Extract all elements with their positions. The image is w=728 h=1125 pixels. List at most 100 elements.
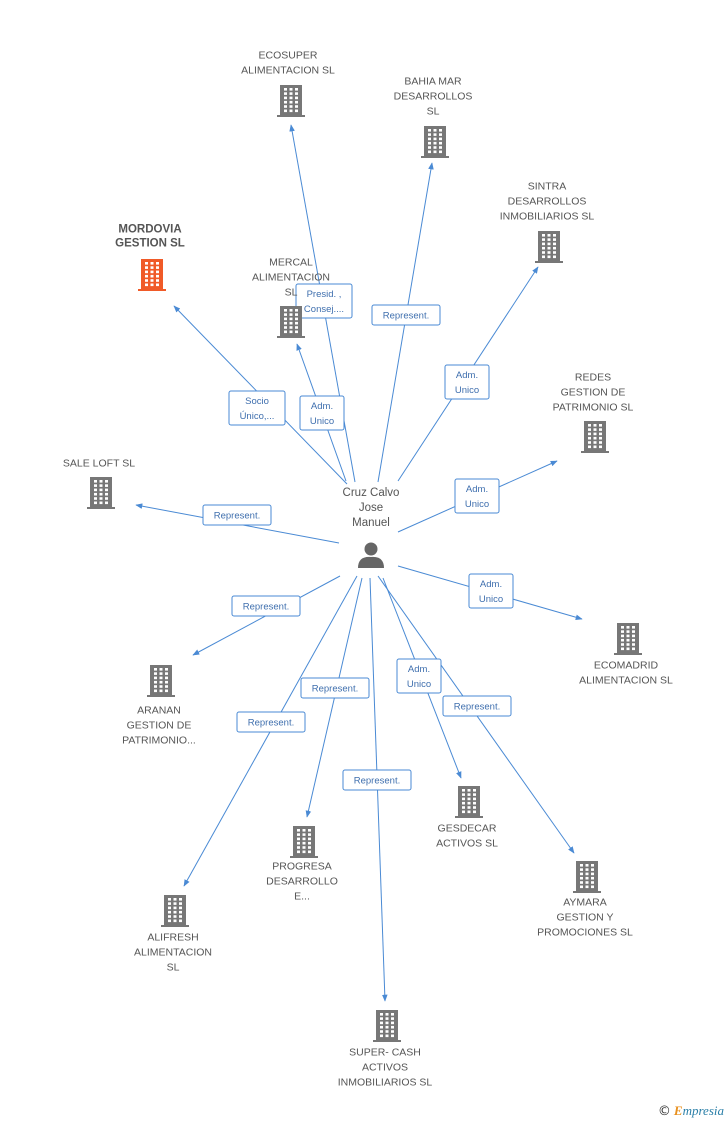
relation-text: Unico bbox=[407, 679, 431, 690]
company-name-line: E... bbox=[294, 891, 310, 903]
relation-label-redes[interactable]: Adm. Unico bbox=[454, 478, 500, 514]
company-name-line: PATRIMONIO SL bbox=[553, 402, 634, 414]
relation-box bbox=[236, 711, 306, 733]
company-name-line: ALIMENTACION SL bbox=[579, 675, 673, 687]
company-name-line: MERCAL bbox=[269, 257, 313, 269]
building-icon[interactable] bbox=[421, 126, 449, 158]
relation-label-bahia-mar[interactable]: Represent. bbox=[371, 304, 441, 326]
relation-text: Represent. bbox=[354, 776, 400, 787]
company-node-mercal[interactable]: MERCAL ALIMENTACION SL bbox=[252, 257, 330, 339]
relation-box bbox=[442, 695, 512, 717]
relation-label-aranan[interactable]: Represent. bbox=[231, 595, 301, 617]
relation-text: Represent. bbox=[248, 718, 294, 729]
company-name-line: GESTION DE bbox=[561, 387, 626, 399]
relation-text: Represent. bbox=[383, 311, 429, 322]
building-icon[interactable] bbox=[455, 786, 483, 818]
relation-box bbox=[396, 658, 442, 694]
company-name-line: GESTION DE bbox=[127, 720, 192, 732]
relation-text: Represent. bbox=[312, 684, 358, 695]
copyright-symbol: © bbox=[657, 1104, 671, 1119]
building-icon[interactable] bbox=[573, 861, 601, 893]
relation-box bbox=[295, 283, 353, 319]
company-name-line: BAHIA MAR bbox=[404, 76, 462, 88]
relation-text: Adm. bbox=[311, 401, 333, 412]
company-name-line: MORDOVIA bbox=[118, 224, 181, 236]
building-icon[interactable] bbox=[138, 259, 166, 291]
building-icon[interactable] bbox=[87, 477, 115, 509]
company-name-line: PROGRESA bbox=[272, 861, 332, 873]
company-name-line: ARANAN bbox=[137, 705, 181, 717]
company-name-line: SL bbox=[285, 287, 298, 299]
relation-label-mordovia[interactable]: SocioÚnico,... bbox=[228, 390, 286, 426]
relation-label-sintra[interactable]: Adm. Unico bbox=[444, 364, 490, 400]
building-icon[interactable] bbox=[147, 665, 175, 697]
relation-label-ecosuper[interactable]: Presid. ,Consej.... bbox=[295, 283, 353, 319]
relation-label-super-cash[interactable]: Represent. bbox=[342, 769, 412, 791]
company-name-line: GESTION Y bbox=[557, 912, 614, 924]
building-icon[interactable] bbox=[581, 421, 609, 453]
relation-text: Adm. bbox=[466, 484, 488, 495]
company-name-line: SL bbox=[167, 962, 180, 974]
relation-label-progresa[interactable]: Represent. bbox=[300, 677, 370, 699]
relation-text: Socio bbox=[245, 396, 269, 407]
company-name-line: DESARROLLOS bbox=[394, 91, 473, 103]
relation-text: Adm. bbox=[480, 579, 502, 590]
company-name-line: INMOBILIARIOS SL bbox=[338, 1077, 433, 1089]
person-icon bbox=[358, 542, 384, 568]
building-icon[interactable] bbox=[161, 895, 189, 927]
company-node-progresa[interactable]: PROGRESADESARROLLOE... bbox=[266, 826, 338, 903]
company-node-ecomadrid[interactable]: ECOMADRID ALIMENTACION SL bbox=[579, 623, 673, 687]
brand-name: mpresia bbox=[682, 1103, 724, 1118]
company-name-line: INMOBILIARIOS SL bbox=[500, 211, 595, 223]
relation-box bbox=[454, 478, 500, 514]
relation-label-mercal[interactable]: Adm. Unico bbox=[299, 395, 345, 431]
person-name-line: Cruz Calvo bbox=[343, 487, 400, 499]
relation-label-sale-loft[interactable]: Represent. bbox=[202, 504, 272, 526]
brand-initial: E bbox=[673, 1103, 683, 1118]
company-name-line: ALIMENTACION bbox=[252, 272, 330, 284]
company-name-line: ECOMADRID bbox=[594, 660, 659, 672]
relation-text: Único,... bbox=[240, 411, 275, 422]
relation-label-aymara[interactable]: Represent. bbox=[442, 695, 512, 717]
person-name-line: Manuel bbox=[352, 517, 390, 529]
relation-text: Represent. bbox=[214, 511, 260, 522]
relation-box bbox=[468, 573, 514, 609]
relation-label-ecomadrid[interactable]: Adm.Unico bbox=[468, 573, 514, 609]
company-node-sale-loft[interactable]: SALE LOFT SL bbox=[63, 458, 135, 510]
building-icon[interactable] bbox=[277, 85, 305, 117]
relation-text: Represent. bbox=[454, 702, 500, 713]
relation-text: Unico bbox=[455, 385, 479, 396]
relation-box bbox=[228, 390, 286, 426]
relation-label-alifresh[interactable]: Represent. bbox=[236, 711, 306, 733]
building-icon[interactable] bbox=[290, 826, 318, 858]
building-icon[interactable] bbox=[277, 306, 305, 338]
building-icon[interactable] bbox=[614, 623, 642, 655]
relation-text: Adm. bbox=[456, 370, 478, 381]
company-name-line: PROMOCIONES SL bbox=[537, 927, 633, 939]
company-name-line: ECOSUPER bbox=[259, 50, 318, 62]
company-name-line: ACTIVOS SL bbox=[436, 838, 498, 850]
company-node-aymara[interactable]: AYMARA GESTION Y PROMOCIONES SL bbox=[537, 861, 633, 939]
relation-box bbox=[300, 677, 370, 699]
relation-labels-layer: Presid. ,Consej....Represent.Adm.UnicoSo… bbox=[202, 283, 514, 791]
relation-text: Unico bbox=[465, 499, 489, 510]
company-node-ecosuper[interactable]: ECOSUPER ALIMENTACION SL bbox=[241, 50, 335, 118]
company-name-line: ALIMENTACION SL bbox=[241, 65, 335, 77]
company-name-line: AYMARA bbox=[563, 897, 607, 909]
building-icon[interactable] bbox=[535, 231, 563, 263]
relation-text: Consej.... bbox=[304, 304, 344, 315]
relation-label-gesdecar[interactable]: Adm.Unico bbox=[396, 658, 442, 694]
relation-text: Unico bbox=[310, 416, 334, 427]
company-name-line: ALIMENTACION bbox=[134, 947, 212, 959]
empresia-watermark: ©Empresia bbox=[658, 1103, 724, 1119]
building-icon[interactable] bbox=[373, 1010, 401, 1042]
